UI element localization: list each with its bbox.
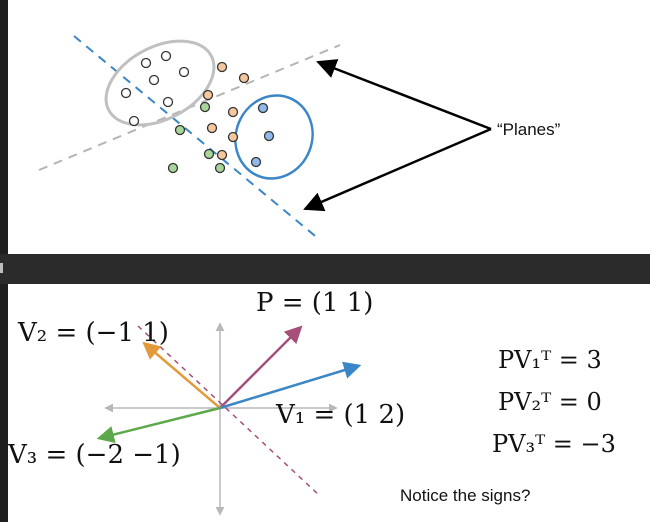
blue-cluster-ellipse — [234, 94, 314, 180]
green-points — [167, 101, 226, 174]
notice-note: Notice the signs? — [400, 486, 531, 505]
data-point — [120, 87, 132, 99]
callout-arrow-upper — [316, 59, 492, 131]
planes-callout-label: “Planes” — [497, 120, 561, 139]
data-point — [227, 131, 239, 143]
equation-3: PV₃ᵀ = −3 — [492, 430, 616, 458]
vector-p-arrow — [219, 325, 303, 409]
data-point — [160, 50, 172, 62]
data-point — [227, 106, 239, 118]
blue-points — [250, 102, 275, 168]
data-point — [162, 96, 174, 108]
data-point — [257, 102, 269, 114]
data-point — [216, 61, 228, 73]
white-points — [120, 50, 190, 127]
data-point — [167, 162, 179, 174]
projection-panel: P = (1 1) V₂ = (−1 1) V₁ = (1 2) V₃ = (−… — [8, 284, 650, 522]
data-point — [206, 122, 218, 134]
planes-panel: “Planes” — [8, 0, 650, 254]
blue-plane-line — [73, 35, 321, 241]
data-point — [140, 57, 152, 69]
edge-marker — [0, 263, 3, 273]
data-point — [178, 66, 190, 78]
label-v3: V₃ = (−2 −1) — [8, 440, 181, 470]
data-point — [199, 101, 211, 113]
vector-v2-arrow — [142, 341, 221, 409]
data-point — [214, 162, 226, 174]
data-point — [128, 115, 140, 127]
equation-1: PV₁ᵀ = 3 — [498, 346, 602, 374]
equation-2: PV₂ᵀ = 0 — [498, 388, 602, 416]
divider-band — [0, 254, 650, 284]
data-point — [174, 124, 186, 136]
label-v2: V₂ = (−1 1) — [18, 318, 169, 348]
vector-v3-arrow — [96, 406, 221, 444]
data-point — [148, 74, 160, 86]
callout-arrow-lower — [303, 127, 492, 212]
data-point — [203, 148, 215, 160]
data-point — [238, 72, 250, 84]
data-point — [250, 156, 262, 168]
label-v1: V₁ = (1 2) — [276, 400, 406, 430]
gray-cluster-ellipse — [104, 39, 216, 127]
data-point — [263, 130, 275, 142]
label-p: P = (1 1) — [256, 288, 374, 318]
vector-diagram — [96, 322, 362, 516]
vector-v1-arrow — [219, 361, 362, 410]
data-point — [216, 149, 228, 161]
planes-diagram: “Planes” — [38, 35, 561, 241]
data-point — [202, 89, 214, 101]
orange-points — [202, 61, 250, 161]
perpendicular-dashed-line — [137, 325, 321, 497]
